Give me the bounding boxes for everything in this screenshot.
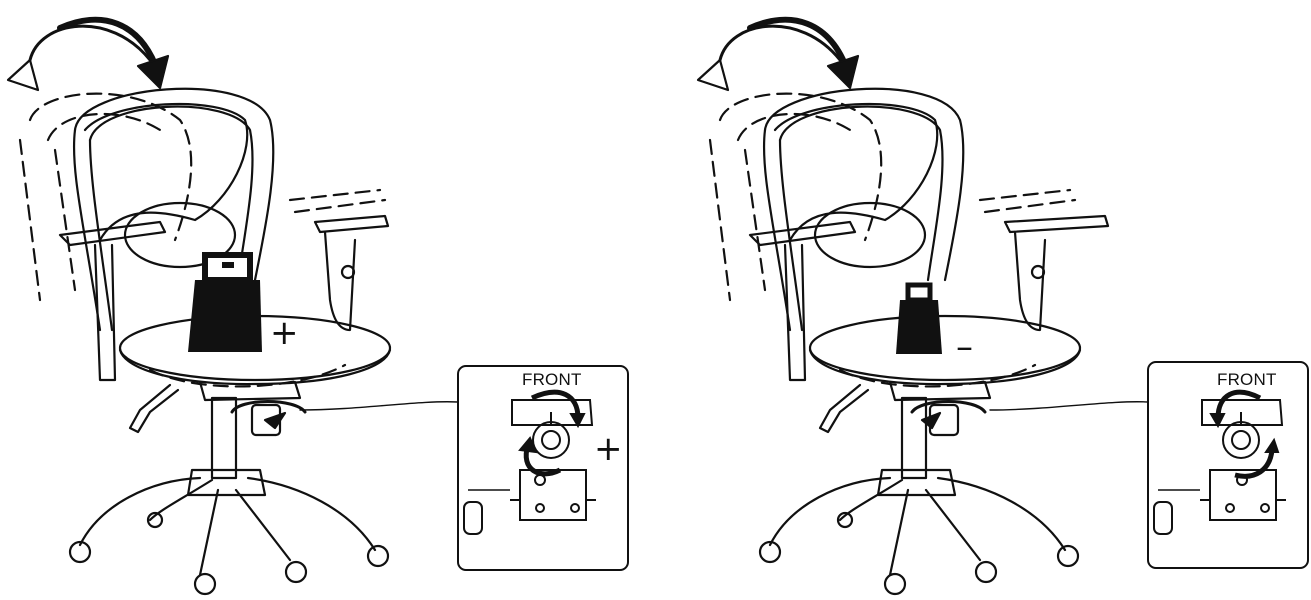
tension-increase-panel: FRONT + +: [0, 0, 655, 600]
weight-plus-sign: +: [270, 316, 299, 350]
inset-front-label: FRONT: [1217, 370, 1277, 390]
weight-icon: [896, 285, 942, 354]
five-star-base: [80, 478, 375, 575]
caster: [976, 562, 996, 582]
chair-illustration-right: [690, 0, 1311, 600]
inset-front-label: FRONT: [522, 370, 582, 390]
ghost-backrest: [30, 94, 191, 240]
knob-plus-sign: +: [594, 432, 623, 466]
caster: [1058, 546, 1078, 566]
weight-icon: [188, 255, 262, 352]
weight-minus-sign: –: [956, 330, 973, 364]
height-lever: [130, 385, 178, 432]
knob-detail-inset: [1148, 362, 1308, 568]
caster: [368, 546, 388, 566]
caster: [885, 574, 905, 594]
right-armrest: [1005, 216, 1108, 232]
chair-illustration-left: [0, 0, 655, 600]
caster: [195, 574, 215, 594]
tension-decrease-panel: FRONT –: [690, 0, 1311, 600]
seat: [810, 316, 1080, 380]
right-armrest: [315, 216, 388, 232]
caster: [286, 562, 306, 582]
height-lever: [820, 385, 868, 432]
five-star-base: [770, 478, 1065, 575]
